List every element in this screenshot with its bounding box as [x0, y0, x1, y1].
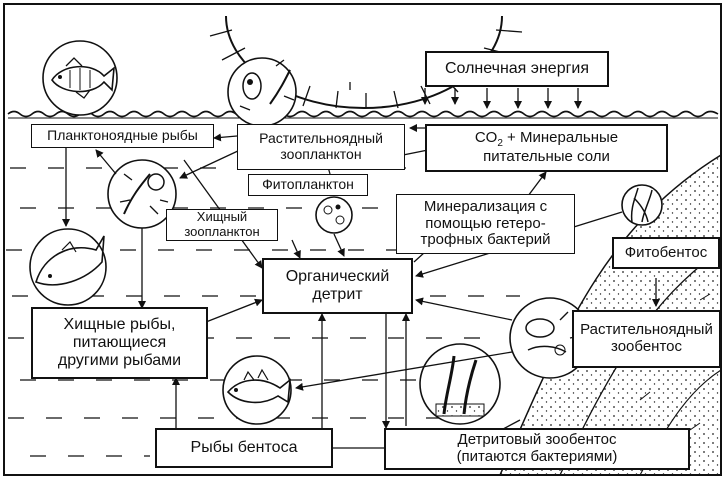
label-co2-minerals: CO2 + Минеральные питательные соли — [425, 124, 668, 172]
plankton-fish-text: Планктоноядные рыбы — [47, 127, 198, 144]
mineralization-text-2: помощью гетеро- — [425, 214, 546, 232]
herb-zoobenthos-text-2: зообентос — [611, 338, 682, 355]
herb-zooplankton-text-2: зоопланктон — [280, 146, 362, 162]
circle-phytobenthos — [621, 184, 663, 226]
label-predatory-zooplankton: Хищный зоопланктон — [166, 209, 278, 241]
circle-phytoplankton — [315, 196, 353, 234]
co2-text: CO — [474, 129, 498, 146]
solar-arrows — [421, 88, 582, 109]
solar-energy-text: Солнечная энергия — [444, 60, 590, 78]
label-benthic-fish: Рыбы бентоса — [155, 428, 333, 468]
predatory-fish-text-2: питающиеся — [72, 334, 167, 352]
label-detritus-zoobenthos: Детритовый зообентос (питаются бактериям… — [384, 428, 690, 470]
mineralization-text-1: Минерализация с — [423, 197, 548, 215]
predatory-fish-text-3: другими рыбами — [57, 351, 182, 369]
detritus-zoobenthos-text-2: (питаются бактериями) — [456, 448, 618, 465]
label-herb-zooplankton: Растительноядный зоопланктон — [237, 124, 405, 170]
label-plankton-fish: Планктоноядные рыбы — [31, 124, 214, 148]
herb-zoobenthos-text-1: Растительноядный — [580, 321, 713, 339]
organic-detritus-text-1: Органический — [285, 268, 390, 286]
label-herb-zoobenthos: Растительноядный зообентос — [572, 310, 721, 368]
co2-minerals-text-2: питательные соли — [483, 148, 610, 166]
label-mineralization: Минерализация с помощью гетеро- трофных … — [396, 194, 575, 254]
label-organic-detritus: Органический детрит — [262, 258, 413, 314]
organic-detritus-text-2: детрит — [312, 286, 363, 303]
co2-subscript: 2 — [497, 138, 503, 149]
label-phytoplankton: Фитопланктон — [248, 174, 368, 196]
phytoplankton-text: Фитопланктон — [262, 176, 354, 193]
co2-rest-text: + Минеральные — [502, 129, 619, 146]
label-solar-energy: Солнечная энергия — [425, 51, 609, 87]
co2-minerals-text-1: CO2 + Минеральные — [474, 129, 619, 149]
circle-predatory-zooplankton — [107, 159, 177, 229]
detritus-zoobenthos-text-1: Детритовый зообентос — [457, 431, 617, 449]
circle-benthic-fish — [222, 355, 292, 425]
label-phytobenthos: Фитобентос — [612, 237, 720, 269]
benthic-fish-text: Рыбы бентоса — [190, 439, 298, 457]
circle-plankton-fish — [42, 40, 118, 116]
predatory-zooplankton-text-2: зоопланктон — [184, 224, 260, 239]
phytobenthos-text: Фитобентос — [624, 243, 708, 261]
herb-zooplankton-text-1: Растительноядный — [259, 130, 383, 147]
water-surface — [7, 110, 719, 119]
predatory-zooplankton-text-1: Хищный — [196, 209, 248, 225]
predatory-fish-text-1: Хищные рыбы, — [63, 316, 176, 334]
circle-predatory-fish — [29, 228, 107, 306]
circle-zooplankton — [227, 57, 297, 127]
mineralization-text-3: трофных бактерий — [420, 231, 551, 249]
label-predatory-fish: Хищные рыбы, питающиеся другими рыбами — [31, 307, 208, 379]
